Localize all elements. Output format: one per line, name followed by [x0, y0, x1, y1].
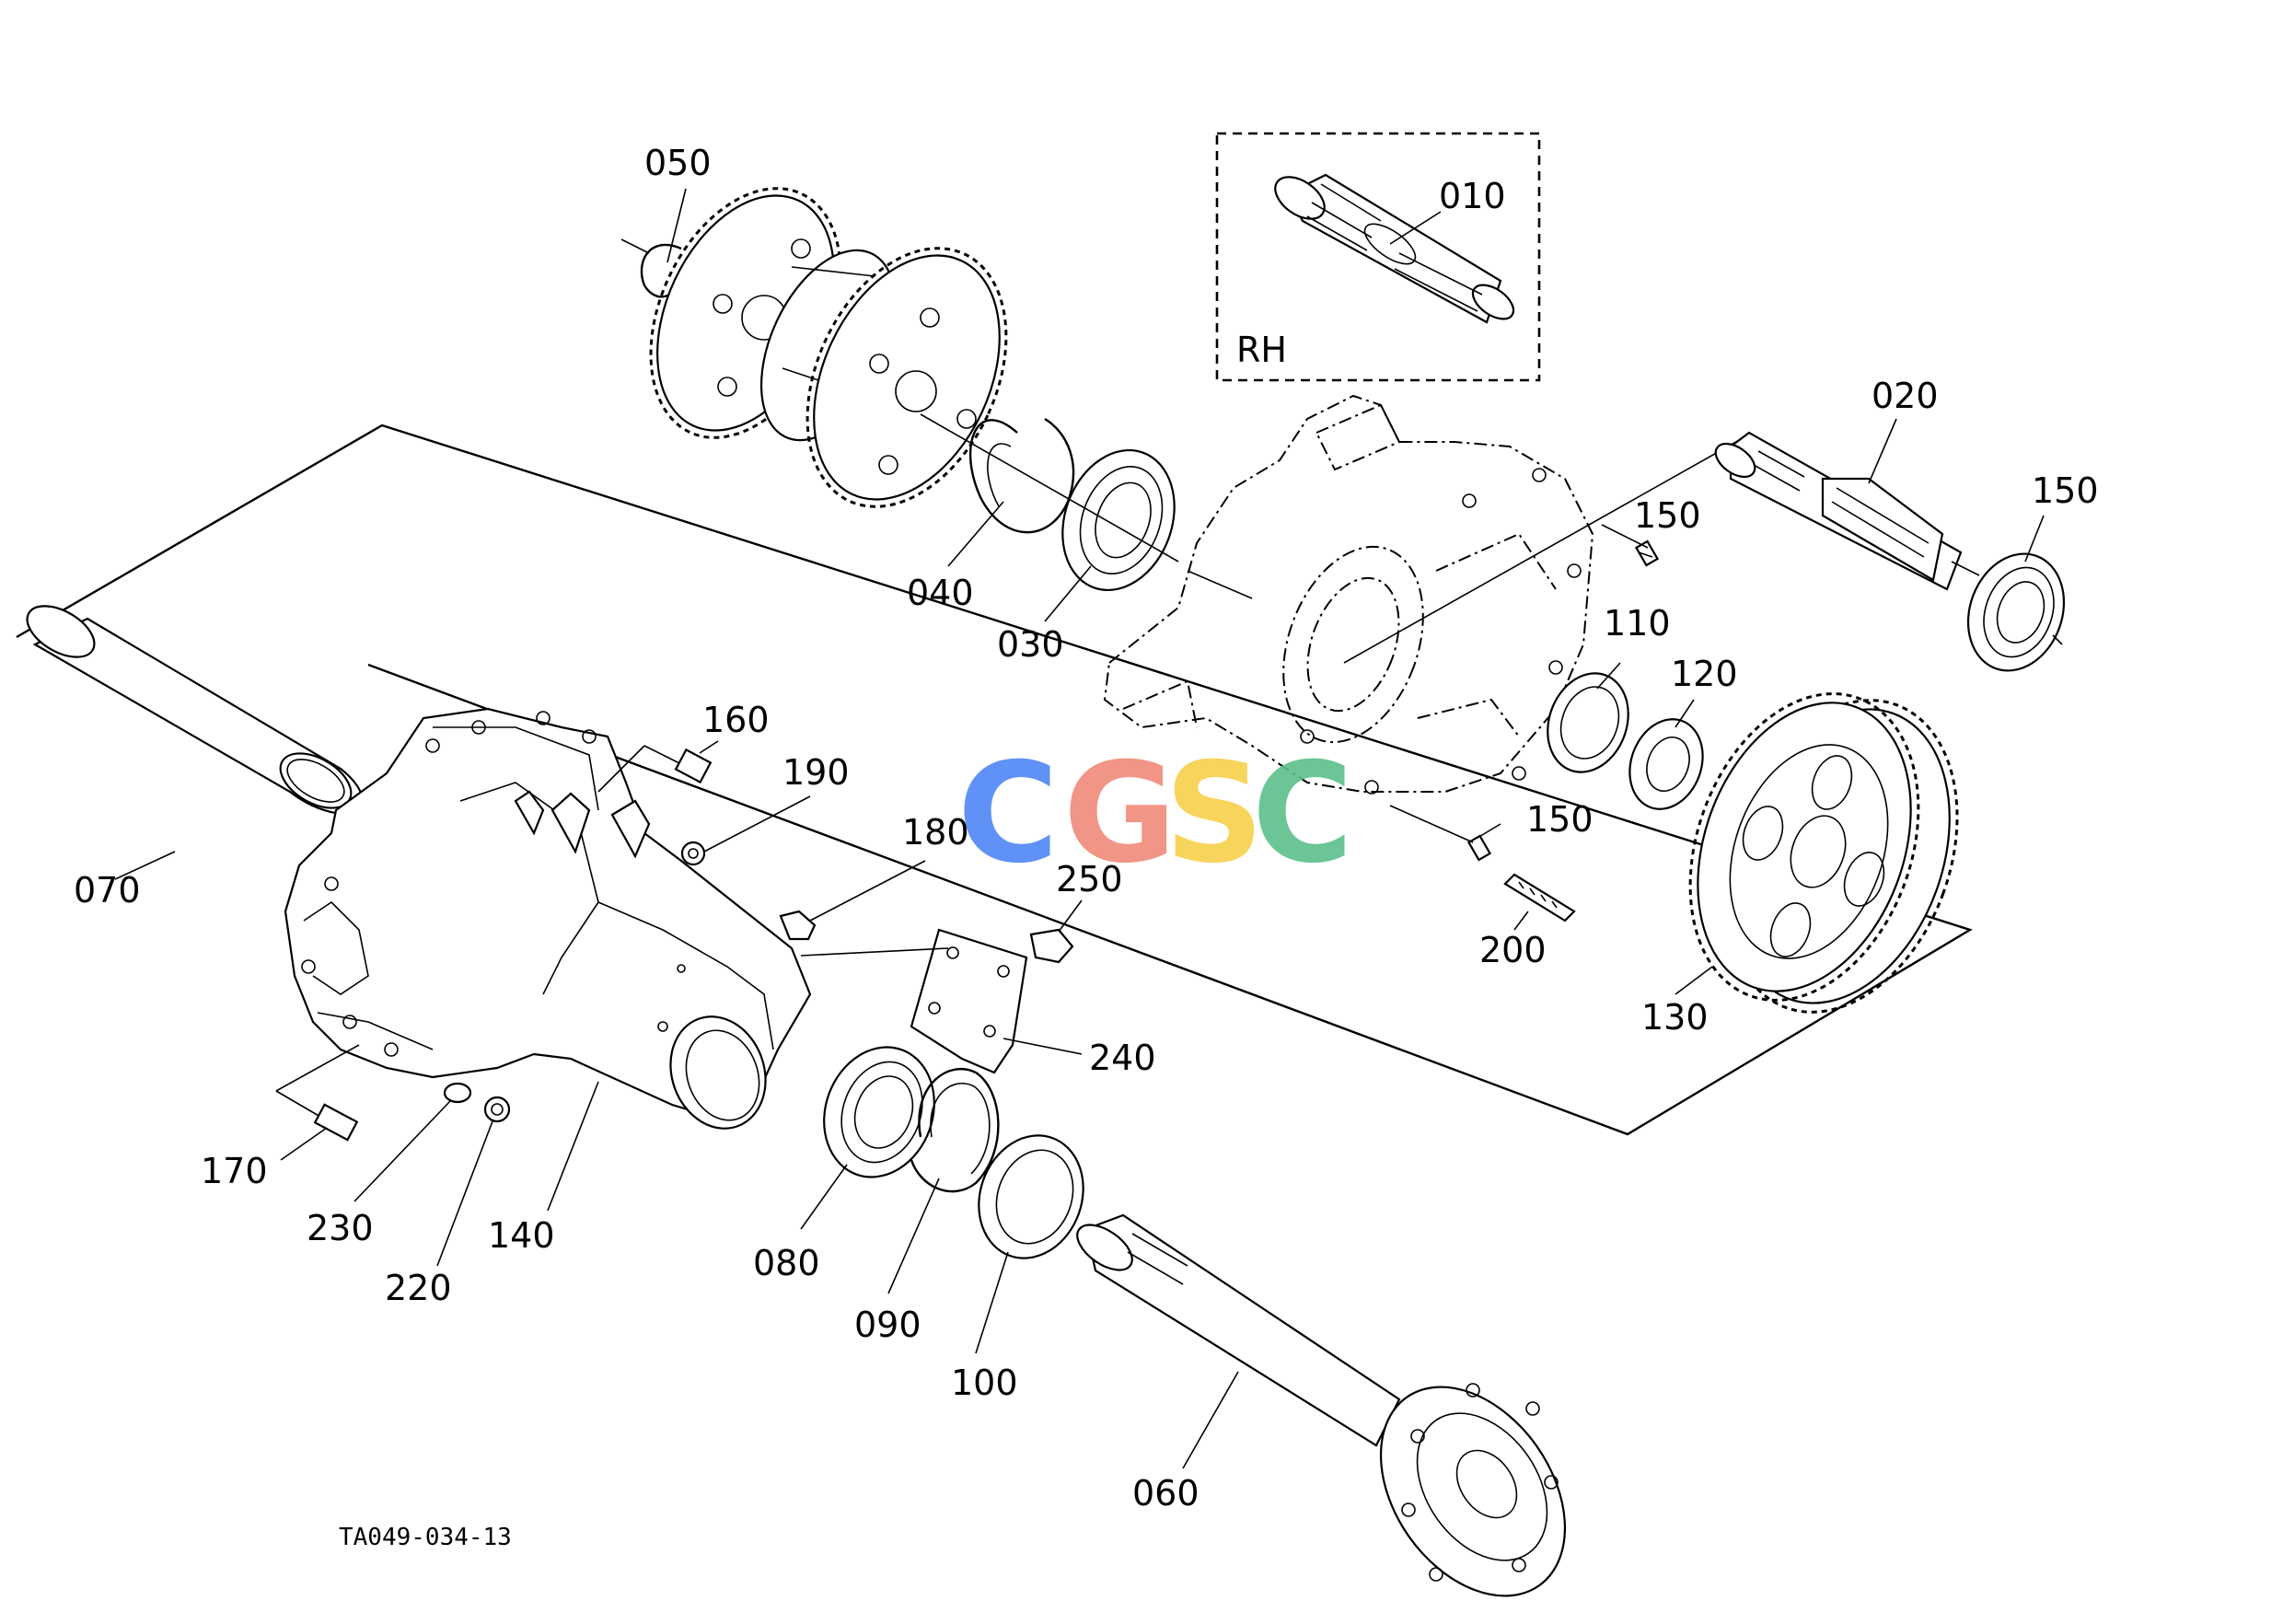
part-label-100: 100	[951, 1363, 1018, 1403]
axle-shaft-part-060	[1076, 1213, 1567, 1597]
gear-part-130	[1688, 692, 1959, 1014]
part-label-010: 010	[1439, 176, 1506, 216]
part-label-230: 230	[307, 1208, 374, 1248]
brake-disc-pack	[649, 187, 1008, 508]
bearing-part-110	[1547, 672, 1629, 773]
part-label-180: 170	[201, 1151, 268, 1191]
watermark-letter-c1: C	[957, 734, 1059, 894]
part-label-060: 060	[1132, 1473, 1199, 1514]
part-label-090: 090	[854, 1305, 921, 1345]
part-label-150-top: 150	[1634, 495, 1701, 536]
part-label-240: 240	[1089, 1038, 1156, 1078]
part-label-030: 030	[997, 624, 1064, 665]
bearing-part-030	[920, 413, 1179, 592]
bearing-part-080	[823, 1046, 935, 1178]
pins-part-150	[1389, 524, 1660, 862]
watermark-letter-s: S	[1165, 734, 1264, 894]
part-label-040: 040	[907, 573, 974, 613]
snap-ring-part-090	[910, 1067, 1000, 1193]
part-label-140: 140	[488, 1215, 555, 1256]
snap-ring-part-040	[968, 417, 1075, 534]
part-label-250: 250	[1056, 859, 1123, 899]
pinion-shaft-part-020	[1714, 431, 1980, 591]
assembly-frame	[16, 423, 1973, 1136]
part-label-080: 080	[753, 1243, 820, 1283]
fasteners	[275, 745, 1074, 1142]
part-label-120: 120	[1671, 654, 1738, 694]
part-label-110: 110	[1604, 603, 1671, 644]
part-labels: 050 010 RH 020 150 150 040 030 110 120 1…	[74, 143, 2099, 1551]
leader-lines	[114, 188, 2045, 1469]
tube-part-070	[26, 605, 364, 815]
part-label-210: 200	[1479, 930, 1547, 970]
part-label-070: 070	[74, 870, 141, 911]
watermark-letter-c2: C	[1252, 734, 1353, 894]
part-label-220: 220	[385, 1268, 452, 1308]
part-label-170: 160	[702, 700, 770, 740]
part-label-190: 180	[902, 812, 969, 853]
plate-part-240	[800, 928, 1028, 1074]
part-label-130: 130	[1641, 997, 1709, 1038]
inset-label-rh: RH	[1236, 330, 1287, 370]
brake-housing	[1103, 394, 1750, 795]
part-label-050: 050	[644, 143, 712, 183]
part-label-150-bottom: 150	[1526, 799, 1593, 840]
oil-seal-part-100	[978, 1134, 1084, 1259]
axle-housing-part-140	[284, 707, 812, 1130]
figure-code: TA049-034-13	[339, 1524, 512, 1551]
part-label-020: 020	[1872, 376, 1939, 416]
rh-inset	[1215, 132, 1541, 382]
part-label-160: 150	[2032, 470, 2099, 511]
part-label-200: 190	[782, 752, 850, 793]
bearing-part-160	[1966, 552, 2066, 672]
watermark-letter-g: G	[1063, 734, 1176, 894]
watermark: C G S C	[957, 734, 1353, 894]
stud-part-210	[1503, 873, 1576, 922]
collar-part-120	[1628, 718, 1704, 810]
